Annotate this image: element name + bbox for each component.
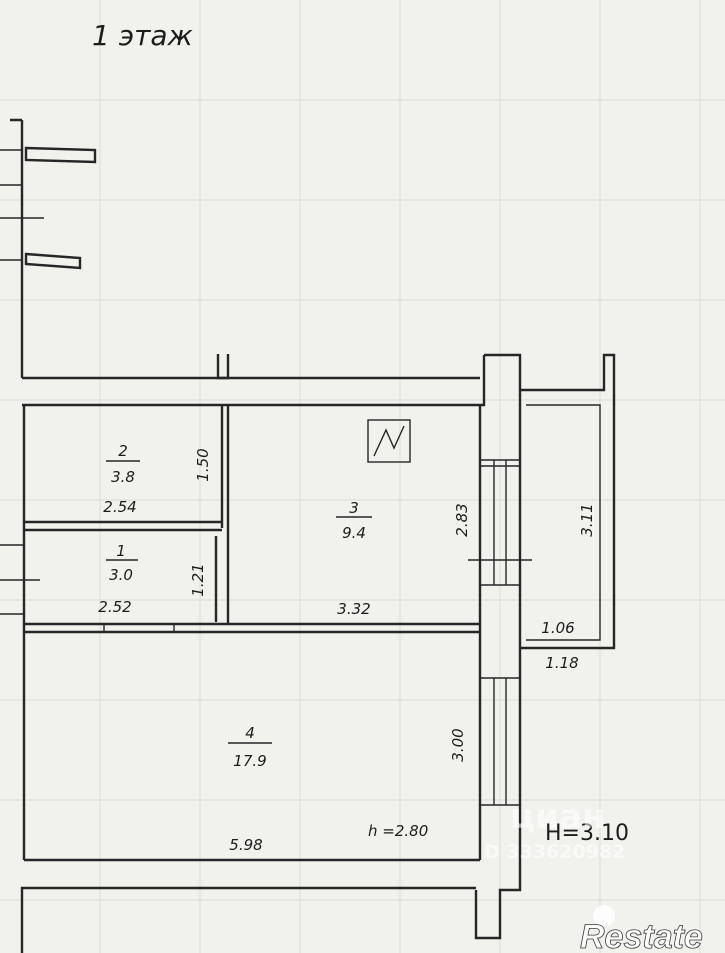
room-1-depth: 1.21	[189, 563, 207, 596]
room-3-number: 3	[349, 499, 359, 517]
corridor-post	[216, 354, 230, 380]
lower-wall	[20, 886, 476, 953]
partition-horizontal-main	[24, 622, 480, 634]
left-wall-upper	[10, 118, 480, 380]
room-2-depth: 1.50	[194, 448, 212, 481]
room-3-depth: 2.83	[453, 503, 471, 536]
window-upper	[468, 459, 532, 586]
balcony-width-inner: 1.06	[541, 619, 574, 637]
floor-title: 1 этаж	[92, 19, 193, 52]
balcony-outline	[520, 353, 616, 650]
restate-logo: Restate	[580, 905, 703, 953]
room-2-width: 2.54	[103, 498, 136, 516]
room-4-width: 5.98	[229, 836, 262, 854]
partition-vertical-small	[214, 405, 224, 622]
partition-room2-bottom	[24, 520, 222, 532]
stair-ticks	[0, 149, 22, 261]
room-4-number: 4	[245, 724, 255, 742]
restate-logo-text: Restate	[580, 918, 703, 953]
room-1-width: 2.52	[98, 598, 131, 616]
stair-bar-top	[24, 146, 97, 164]
right-exterior-wall-inner	[478, 355, 486, 860]
right-exterior-wall	[474, 353, 522, 940]
walls	[0, 118, 616, 953]
room-4-depth: 3.00	[449, 728, 467, 761]
room-3-width: 3.32	[337, 600, 370, 618]
electrical-panel-icon	[367, 419, 411, 463]
cian-watermark-id: D 333620982	[484, 841, 625, 863]
room-1-area: 3.0	[109, 566, 133, 584]
balcony-inner	[526, 404, 601, 641]
entry-ticks	[0, 544, 40, 615]
room-1-number: 1	[116, 542, 126, 560]
balcony-depth: 3.11	[578, 503, 596, 536]
room-2-number: 2	[118, 442, 128, 460]
door-mark-1	[103, 624, 175, 632]
floor-height: H=3.10	[545, 821, 629, 846]
balcony-width-outer: 1.18	[545, 654, 578, 672]
room-4-area: 17.9	[233, 752, 266, 770]
stair-bar-bottom	[24, 252, 82, 270]
cian-watermark-brand: циан	[510, 797, 605, 837]
window-lower	[480, 677, 520, 806]
room-3-area: 9.4	[342, 524, 366, 542]
room-2-area: 3.8	[111, 468, 135, 486]
room-height: h =2.80	[368, 822, 428, 840]
